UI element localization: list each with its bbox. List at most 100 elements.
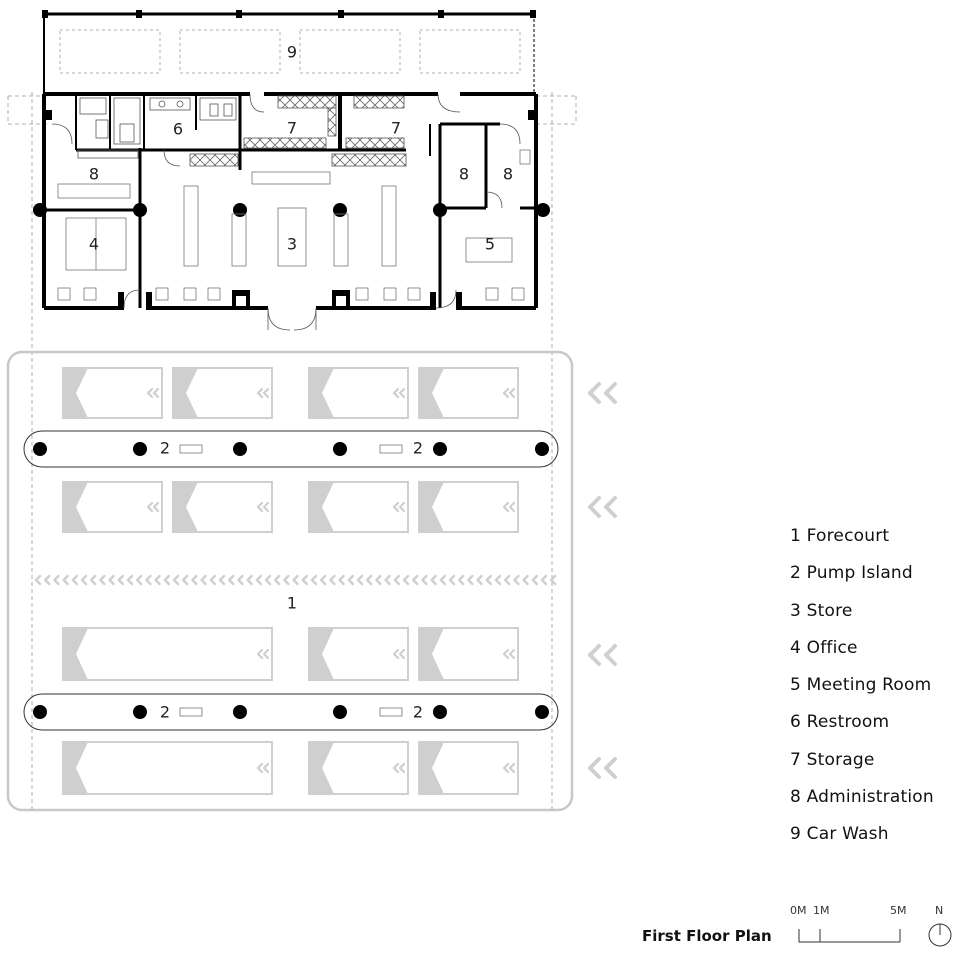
parking-bay [172,481,273,533]
chevron-icon [508,762,516,774]
chevron-icon [398,501,406,513]
parking-bay [62,741,273,795]
chevron-icon [430,574,437,586]
chevron-icon [502,387,510,399]
label-storage-b: 7 [391,119,401,138]
parking-markings [62,367,519,795]
chevron-icon [502,762,510,774]
chevron-icon [191,574,198,586]
parking-bay [308,367,409,419]
chevron-icon [89,574,97,586]
chevron-icon [256,762,264,774]
legend-item-meeting-room: 5 Meeting Room [790,675,932,696]
chevron-icon [508,648,516,660]
chevron-icon [412,574,419,586]
label-office: 4 [89,235,99,254]
chevron-icon [604,644,617,666]
chevron-icon [246,574,253,586]
chevron-icon [502,648,510,660]
wall-pillars [46,110,534,310]
chevron-icon [588,496,601,518]
legend-item-pump-island: 2 Pump Island [790,563,913,584]
chevron-icon [256,387,264,399]
chevron-icon [393,574,400,586]
forecourt-outline [6,350,574,812]
chevron-icon [476,574,483,586]
north-label: N [935,904,944,917]
chevron-icon [62,574,69,586]
parking-bay [418,367,519,419]
chevron-icon [392,648,400,660]
chevron-icon [338,574,345,586]
chevron-icon [172,574,180,586]
chevron-icon [604,382,617,404]
pump-island [23,693,559,731]
chevron-icon [256,648,264,660]
chevron-icon [163,574,171,586]
chevron-icon [262,387,270,399]
chevron-icon [550,574,557,586]
chevron-icon [384,574,391,586]
chevron-icon [117,574,125,586]
chevron-icon [80,574,88,586]
chevron-icon [283,574,290,586]
restroom-fixtures [77,97,237,159]
label-admin-right-b: 8 [503,165,513,184]
chevron-icon [604,757,617,779]
chevron-icon [320,574,327,586]
parking-bay [418,627,519,681]
chevron-icon [588,757,601,779]
parking-bay [308,481,409,533]
chevron-icon [402,574,410,586]
chevron-icon [366,574,373,586]
chevron-icon [200,574,207,586]
chevron-icon [292,574,299,586]
direction-arrows [34,382,617,779]
chevron-icon [152,387,160,399]
chevron-icon [274,574,281,586]
chevron-icon [227,574,235,586]
chevron-icon [256,501,264,513]
canopy-outline [7,92,577,812]
chevron-icon [264,574,272,586]
chevron-icon [152,501,160,513]
chevron-icon [531,574,538,586]
legend-item-restroom: 6 Restroom [790,712,890,733]
chevron-icon [508,387,516,399]
chevron-icon [126,574,134,586]
chevron-icon [398,387,406,399]
label-admin-left: 8 [89,165,99,184]
pump-island [23,430,559,468]
chevron-icon [262,501,270,513]
chevron-icon [262,762,270,774]
chevron-icon [310,574,318,586]
parking-bay [308,741,409,795]
legend-item-store: 3 Store [790,600,853,621]
parking-bay [62,367,163,419]
chevron-icon [494,574,502,586]
parking-bay [172,367,273,419]
building-columns [33,203,550,217]
chevron-icon [71,574,79,586]
chevron-icon [375,574,382,586]
parking-bay [418,481,519,533]
parking-bay [418,741,519,795]
chevron-icon [108,574,115,586]
storage-shelves [189,95,407,167]
scale-label-1m: 1M [813,904,830,917]
chevron-icon [513,574,520,586]
scale-bar [798,929,901,943]
chevron-icon [504,574,511,586]
chevron-icon [34,574,42,586]
chevron-icon [218,574,226,586]
label-pump-bottom-left: 2 [160,703,170,722]
legend-item-forecourt: 1 Forecourt [790,526,890,546]
chevron-icon [604,496,617,518]
chevron-icon [145,574,152,586]
label-pump-top-left: 2 [160,439,170,458]
chevron-icon [135,574,143,586]
legend-item-storage: 7 Storage [790,749,875,770]
chevron-icon [439,574,446,586]
chevron-icon [398,762,406,774]
